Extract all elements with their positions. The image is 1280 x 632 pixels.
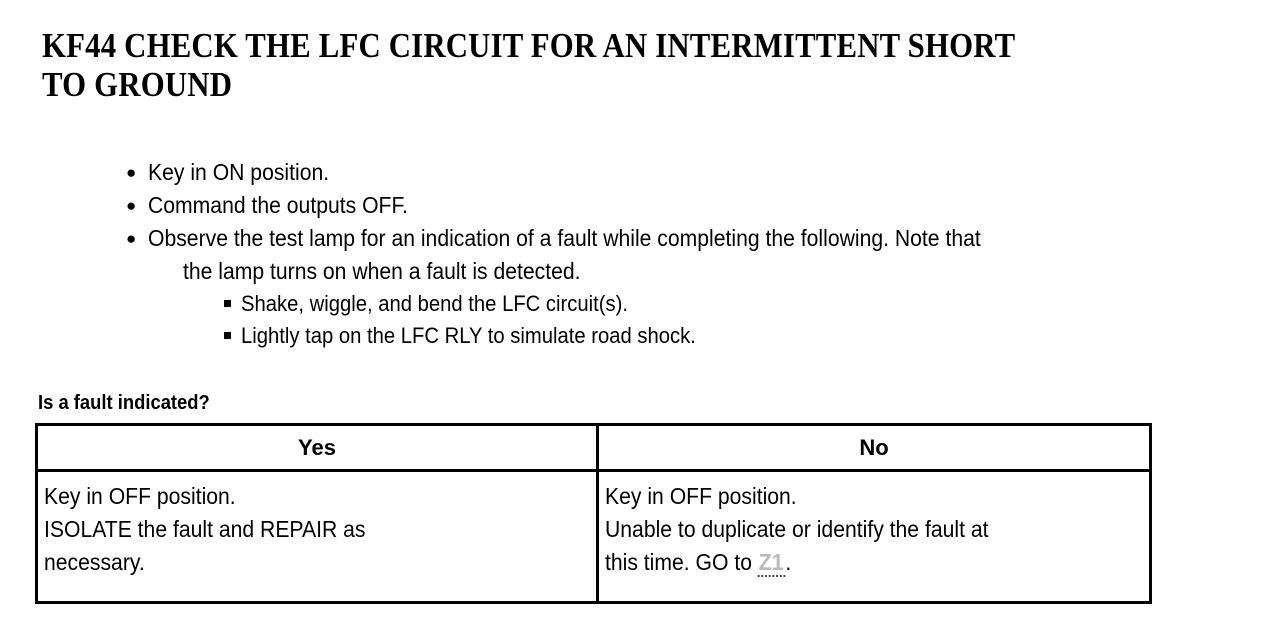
decision-table: Yes No Key in OFF position. ISOLATE the … xyxy=(35,423,1152,604)
no-line-3: this time. GO to Z1. xyxy=(605,546,1149,579)
sub-list-item: Shake, wiggle, and bend the LFC circuit(… xyxy=(0,288,1280,320)
page-title: KF44 CHECK THE LFC CIRCUIT FOR AN INTERM… xyxy=(42,26,1015,104)
list-item-text-line1: Observe the test lamp for an indication … xyxy=(148,225,981,251)
cross-reference-link[interactable]: Z1 xyxy=(757,549,786,577)
no-line-1: Key in OFF position. xyxy=(605,483,797,509)
table-row: Key in OFF position. ISOLATE the fault a… xyxy=(36,470,1151,603)
no-line-2: Unable to duplicate or identify the faul… xyxy=(605,516,989,542)
list-item-text: Command the outputs OFF. xyxy=(148,192,408,218)
list-item: ● Key in ON position. xyxy=(0,156,1280,189)
list-item: ● Observe the test lamp for an indicatio… xyxy=(0,222,1280,288)
table-header-row: Yes No xyxy=(36,424,1151,472)
table-body: Key in OFF position. ISOLATE the fault a… xyxy=(36,470,1151,603)
square-bullet-icon xyxy=(224,332,231,339)
list-item-text: Key in ON position. xyxy=(148,159,330,185)
yes-line-3: necessary. xyxy=(44,549,145,575)
sub-list-item-text: Shake, wiggle, and bend the LFC circuit(… xyxy=(241,291,629,316)
list-item-text: Observe the test lamp for an indication … xyxy=(148,222,1280,288)
yes-line-2: ISOLATE the fault and REPAIR as xyxy=(44,516,366,542)
bullet-icon: ● xyxy=(126,229,137,248)
question-label: Is a fault indicated? xyxy=(38,392,210,414)
no-line-3-prefix: this time. GO to xyxy=(605,549,758,575)
procedure-list: ● Key in ON position. ● Command the outp… xyxy=(0,156,1280,352)
list-item: ● Command the outputs OFF. xyxy=(0,189,1280,222)
square-bullet-icon xyxy=(224,300,231,307)
sub-list-item: Lightly tap on the LFC RLY to simulate r… xyxy=(0,320,1280,352)
table-header-no: No xyxy=(597,424,1151,472)
bullet-icon: ● xyxy=(126,196,137,215)
table-header-yes: Yes xyxy=(36,424,599,472)
no-line-3-suffix: . xyxy=(785,549,792,575)
table-cell-yes: Key in OFF position. ISOLATE the fault a… xyxy=(36,470,599,603)
table-header: Yes No xyxy=(36,424,1151,472)
bullet-icon: ● xyxy=(126,163,137,182)
list-item-text-line2: the lamp turns on when a fault is detect… xyxy=(182,258,581,284)
table-cell-no: Key in OFF position. Unable to duplicate… xyxy=(598,471,1151,603)
sub-list-item-text: Lightly tap on the LFC RLY to simulate r… xyxy=(241,323,696,348)
yes-line-1: Key in OFF position. xyxy=(44,483,236,509)
